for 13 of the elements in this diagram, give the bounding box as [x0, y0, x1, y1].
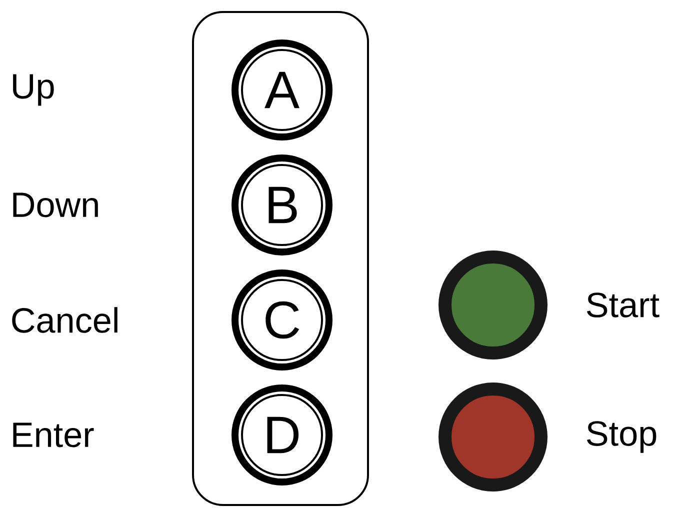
indicator-lamp	[438, 250, 548, 360]
round-button: B	[232, 154, 332, 256]
button-caption: Down	[13, 192, 98, 218]
button-caption: Up	[13, 74, 54, 106]
indicator-lamp	[438, 382, 548, 492]
button-caption: Start	[586, 292, 660, 318]
round-button: A	[232, 40, 332, 140]
button-caption: Cancel	[12, 307, 118, 333]
round-button: C	[232, 270, 332, 370]
control-panel	[192, 11, 369, 506]
button-caption: Stop	[586, 421, 656, 453]
round-button: D	[232, 384, 332, 486]
button-caption: Enter	[13, 422, 94, 448]
